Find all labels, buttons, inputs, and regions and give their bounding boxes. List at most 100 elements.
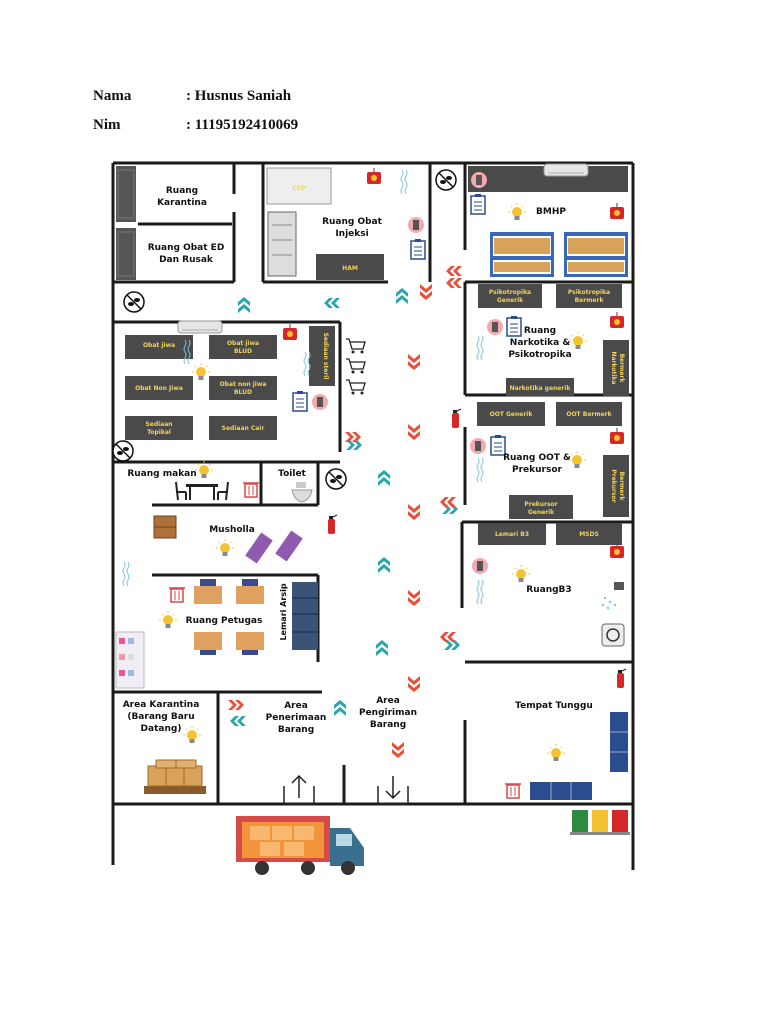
medicine-shelf-icon: [115, 631, 145, 689]
room-ruang-makan: Ruang makan: [127, 460, 260, 501]
flow-arrow-icon: [378, 470, 390, 486]
room-b3-label: RuangB3: [526, 585, 571, 595]
cart-icon: [345, 338, 366, 355]
checklist-icon: [470, 193, 486, 215]
area-karantina-line2: (Barang Baru: [127, 712, 194, 722]
alarm-icon: [609, 427, 625, 445]
room-obat-injeksi-line1: Ruang Obat: [322, 217, 383, 227]
room-ruang-makan-label: Ruang makan: [127, 469, 196, 479]
eyewash-icon: [601, 623, 625, 647]
area-tempat-tunggu: Tempat Tunggu: [504, 668, 628, 800]
checklist-icon: [410, 238, 426, 260]
outbound-box-icon: [377, 776, 409, 805]
light-bulb-icon: [546, 743, 566, 762]
flow-arrow-icon: [420, 284, 432, 300]
hygrometer-icon: [471, 172, 487, 188]
room-karantina-line1: Ruang: [166, 186, 198, 196]
room-petugas: Ruang Petugas Lemari Arsip: [115, 561, 318, 689]
dining-table-icon: [175, 481, 229, 501]
area-penerimaan-line3: Barang: [278, 725, 314, 735]
cabinet-obat-jiwa-blud-1: Obat jiwa: [227, 340, 259, 347]
flow-arrow-icon: [408, 504, 420, 520]
flow-arrow-icon: [324, 298, 340, 308]
shelf-bmhp-right: [564, 232, 628, 277]
flow-arrow-icon: [230, 716, 246, 726]
cart-icon: [345, 379, 366, 396]
room-obat-ed-line2: Dan Rusak: [159, 255, 214, 265]
cabinet-narko-generik: Narkotika generik: [510, 385, 572, 392]
humidity-icon: [122, 561, 130, 587]
room-narkotika-line1: Ruang: [524, 326, 556, 336]
waiting-chairs-vertical: [610, 712, 628, 772]
pest-control-icon: [123, 291, 145, 313]
room-karantina: Ruang Karantina: [116, 166, 207, 222]
cabinet-obat-non-jiwa-blud-1: Obat non jiwa: [220, 381, 267, 388]
light-bulb-icon: [215, 538, 235, 557]
room-oot-line1: Ruang OOT &: [503, 453, 571, 463]
inbound-box-icon: [283, 774, 315, 805]
toilet-icon: [291, 482, 313, 503]
cabinet-ccp: CCP: [292, 185, 306, 192]
light-bulb-icon: [568, 331, 588, 350]
flow-arrow-icon: [408, 676, 420, 692]
delivery-truck: [236, 816, 364, 875]
area-pengiriman-line3: Barang: [370, 720, 406, 730]
pest-control-icon: [112, 440, 134, 462]
hygrometer-icon: [487, 319, 503, 335]
cabinet-psiko-bermerk-1: Psikotropika: [568, 289, 610, 296]
humidity-icon: [476, 335, 484, 361]
room-obat-injeksi: CCP HAM Ruang Obat Injeksi: [266, 167, 426, 280]
cabinet-psiko-generik-2: Generik: [497, 297, 524, 304]
recycle-bins: [570, 810, 630, 835]
cabinet-obat-non-jiwa: Obat Non Jiwa: [135, 385, 183, 392]
light-bulb-icon: [158, 610, 178, 629]
prayer-mat-icon: [245, 530, 303, 564]
humidity-icon: [476, 457, 484, 483]
cabinet-topikal-1: Sediaan: [145, 421, 172, 428]
room-oot: OOT Generik OOT Bermerk Ruang OOT & Prek…: [451, 402, 629, 519]
area-karantina-line3: Datang): [141, 724, 182, 734]
cabinet-prekursor-generik-1: Prekursor: [524, 501, 557, 508]
cabinet-oot-generik: OOT Generik: [490, 411, 534, 418]
area-karantina-line1: Area Karantina: [123, 700, 200, 710]
cabinet-oot-bermerk: OOT Bermerk: [566, 411, 612, 418]
light-bulb-icon: [507, 202, 527, 221]
cabinet-prekursor-bermerk-2: Bermerk: [618, 472, 625, 502]
checklist-icon: [506, 315, 522, 337]
cart-icon: [345, 358, 366, 375]
fire-extinguisher-icon: [327, 514, 338, 535]
cabinet-sediaan-cair: Sediaan Cair: [222, 425, 265, 432]
flow-arrow-icon: [376, 640, 388, 656]
cabinet-psiko-bermerk-2: Bermerk: [575, 297, 605, 304]
fire-extinguisher-icon: [616, 668, 627, 689]
trash-icon: [168, 587, 186, 603]
area-pengiriman-line1: Area: [376, 696, 400, 706]
room-narkotika-line3: Psikotropika: [508, 350, 571, 360]
flow-arrow-icon: [334, 700, 346, 716]
room-b3: Lemari B3 MSDS RuangB3: [472, 523, 625, 647]
room-storage-left: Obat jiwa Obat jiwa BLUD Obat Non Jiwa O…: [125, 320, 366, 440]
cabinet-psiko-generik-1: Psikotropika: [489, 289, 531, 296]
room-musholla-label: Musholla: [209, 525, 255, 535]
cabinet-obat-jiwa-blud-2: BLUD: [234, 348, 252, 355]
lemari-arsip: Lemari Arsip: [279, 582, 318, 650]
area-penerimaan-line2: Penerimaan: [266, 713, 327, 723]
cabinet-narko-bermerk-1: Narkotika: [610, 352, 617, 385]
flow-arrow-icon: [408, 590, 420, 606]
hygrometer-icon: [408, 217, 424, 233]
hygrometer-icon: [312, 394, 328, 410]
nama-label: Nama: [93, 88, 132, 104]
shelf-bmhp-left: [490, 232, 554, 277]
flow-arrow-icon: [345, 432, 361, 442]
room-bmhp: BMHP: [468, 163, 628, 277]
flow-arrow-icon: [408, 424, 420, 440]
walls: [111, 161, 635, 870]
flow-arrow-icon: [396, 288, 408, 304]
cabinet-obat-non-jiwa-blud-2: BLUD: [234, 389, 252, 396]
nim-label: Nim: [93, 117, 121, 133]
humidity-icon: [476, 579, 484, 605]
checklist-icon: [490, 434, 506, 456]
cabinet-prekursor-bermerk-1: Prekursor: [610, 469, 617, 502]
shower-icon: [601, 582, 624, 610]
cabinet-topikal-2: Topikal: [147, 429, 171, 436]
